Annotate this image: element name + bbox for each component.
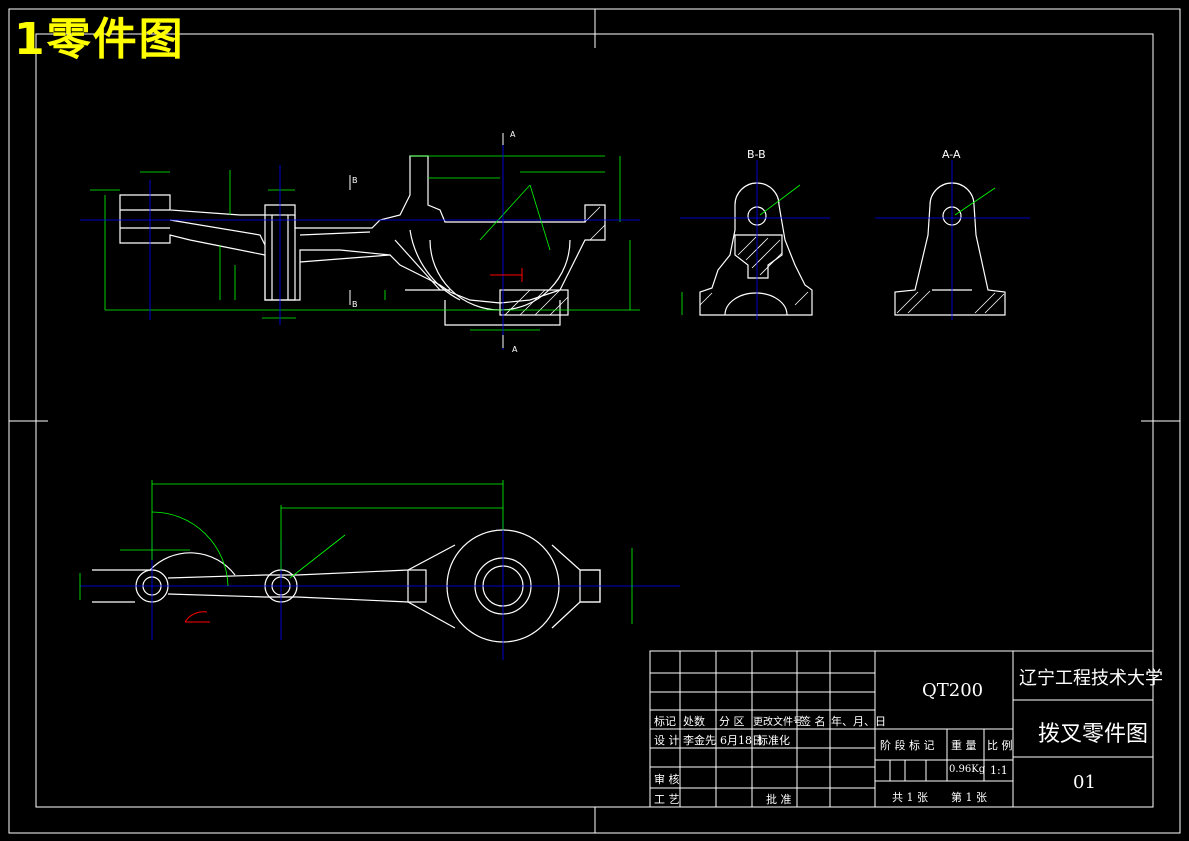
title-block-grid xyxy=(649,650,1154,808)
top-view-dimensions xyxy=(79,480,633,624)
header-date: 年、月、日 xyxy=(831,715,886,728)
header-change-doc: 更改文件号 xyxy=(753,717,803,728)
sheet-number: 第 1 张 xyxy=(951,791,987,804)
approve-label: 批 准 xyxy=(766,793,792,806)
section-aa-dims xyxy=(954,187,996,216)
header-zone: 分 区 xyxy=(719,715,745,728)
main-view-outline xyxy=(119,155,606,326)
cut-a-top-label: A xyxy=(510,130,516,139)
main-view-dimensions xyxy=(90,155,640,331)
sheet-total: 共 1 张 xyxy=(892,791,928,804)
weight-value: 0.96Kg xyxy=(949,764,986,775)
main-view-hatch xyxy=(504,206,606,316)
header-mark: 标记 xyxy=(654,715,676,728)
scale-value: 1:1 xyxy=(990,764,1008,777)
top-view-centerlines xyxy=(80,520,680,660)
design-label: 设 计 xyxy=(654,734,680,747)
scale-label: 比 例 xyxy=(987,739,1013,752)
standardization-label: 标准化 xyxy=(757,734,790,747)
material-label: QT200 xyxy=(922,680,984,701)
section-aa-label: A-A xyxy=(942,148,961,161)
section-bb-label: B-B xyxy=(747,148,766,161)
section-bb-outline xyxy=(699,182,813,316)
stage-mark-label: 阶 段 标 记 xyxy=(880,739,935,752)
section-bb-centerlines xyxy=(680,160,830,320)
sheet-frame xyxy=(8,8,1181,834)
section-aa-hatch xyxy=(896,290,1005,314)
section-aa-centerlines xyxy=(875,160,1030,320)
weight-label: 重 量 xyxy=(951,739,977,752)
header-signature: 签 名 xyxy=(800,715,826,728)
process-label: 工 艺 xyxy=(654,793,680,806)
section-bb-dims xyxy=(681,184,801,315)
section-markers xyxy=(349,133,504,348)
school-name: 辽宁工程技术大学 xyxy=(1019,668,1163,689)
drawing-name: 拨叉零件图 xyxy=(1038,722,1149,747)
main-view-centerlines xyxy=(80,140,640,350)
designer-name: 李金先 xyxy=(683,734,716,747)
header-count: 处数 xyxy=(683,715,705,728)
top-view-red-mark xyxy=(184,611,210,623)
section-aa-outline xyxy=(894,182,1006,316)
cut-b-bottom-label: B xyxy=(352,300,358,309)
red-annotation-main xyxy=(490,268,523,282)
design-date: 6月18日 xyxy=(720,734,763,747)
review-label: 审 核 xyxy=(654,773,680,786)
drawing-number: 01 xyxy=(1073,772,1096,793)
cut-b-top-label: B xyxy=(352,176,358,185)
section-bb-hatch xyxy=(699,236,809,306)
page-title: 1零件图 xyxy=(14,14,185,65)
cut-a-bottom-label: A xyxy=(512,345,518,354)
